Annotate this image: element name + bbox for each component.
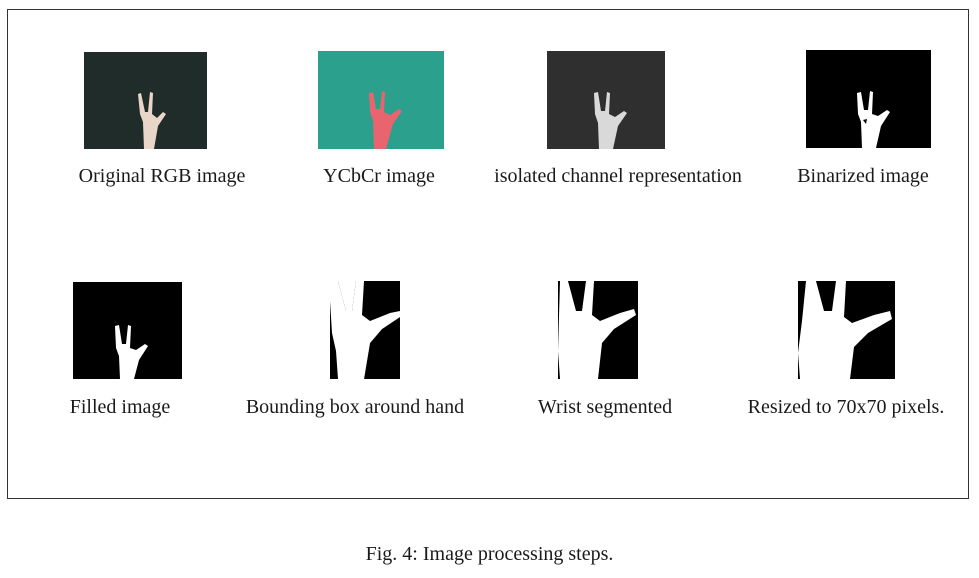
- isolated-channel-image: [547, 51, 665, 149]
- bounding-box-image: [330, 281, 400, 379]
- step-label: Binarized image: [797, 165, 929, 187]
- hand-sign-thumbnail: [798, 281, 895, 379]
- resized-image: [798, 281, 895, 379]
- hand-sign-thumbnail: [547, 51, 665, 149]
- filled-image: [73, 282, 182, 379]
- hand-sign-thumbnail: [558, 281, 638, 379]
- step-label: isolated channel representation: [494, 165, 742, 187]
- hand-sign-thumbnail: [330, 281, 400, 379]
- step-label: YCbCr image: [323, 165, 435, 187]
- hand-sign-thumbnail: [84, 52, 207, 149]
- binarized-image: [806, 50, 931, 148]
- hand-sign-thumbnail: [806, 50, 931, 148]
- step-label: Bounding box around hand: [245, 396, 465, 418]
- wrist-segmented-image: [558, 281, 638, 379]
- ycbcr-image: [318, 51, 444, 149]
- step-label: Filled image: [69, 396, 171, 418]
- figure-frame: Original RGB image YCbCr image isolated …: [7, 9, 969, 499]
- hand-sign-thumbnail: [318, 51, 444, 149]
- step-label: Wrist segmented: [537, 396, 673, 418]
- original-rgb-image: [84, 52, 207, 149]
- step-label: Original RGB image: [78, 165, 246, 187]
- step-label: Resized to 70x70 pixels.: [747, 396, 945, 418]
- figure-caption: Fig. 4: Image processing steps.: [365, 543, 614, 565]
- hand-sign-thumbnail: [73, 282, 182, 379]
